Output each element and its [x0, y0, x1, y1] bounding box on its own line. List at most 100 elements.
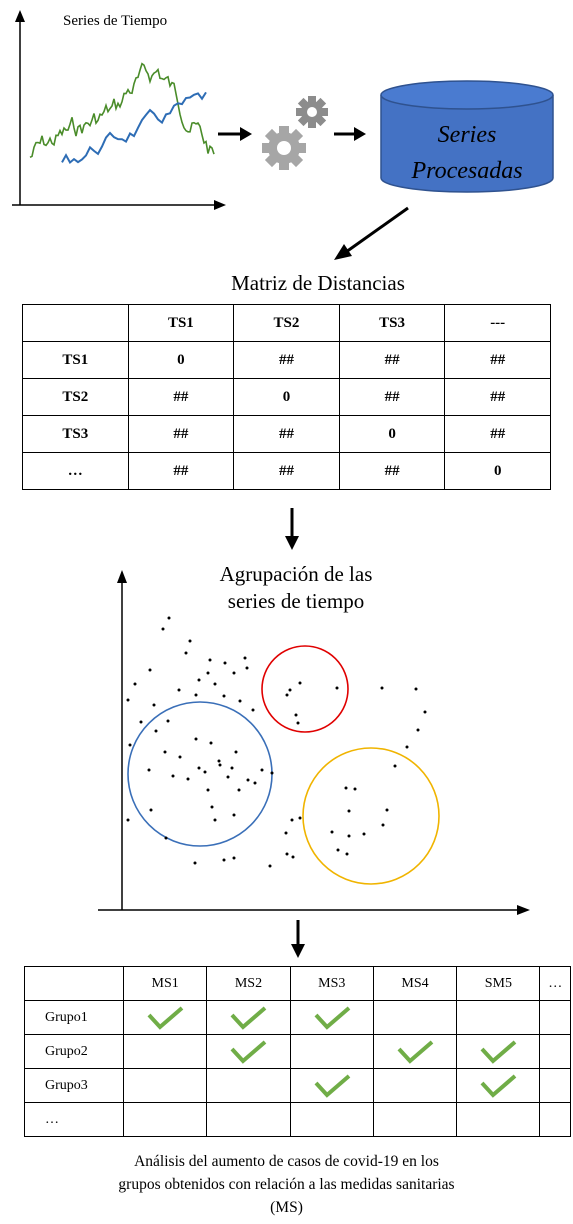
- database-label-line1: Series: [438, 122, 497, 148]
- arrow-down-icon: [291, 920, 305, 958]
- table-row: …######0: [22, 452, 551, 490]
- ts-title: Series de Tiempo: [63, 13, 167, 29]
- column-header: TS3: [338, 304, 446, 342]
- blue-time-series: [61, 91, 207, 165]
- check-icon: [230, 1039, 267, 1064]
- table-cell: [206, 1034, 291, 1069]
- table-cell: ##: [444, 341, 551, 379]
- table-cell: ##: [338, 452, 446, 490]
- table-cell: [122, 1102, 208, 1137]
- column-header: MS2: [206, 966, 291, 1001]
- cluster-title-line1: Agrupación de las: [220, 562, 373, 586]
- table-cell: [372, 1034, 458, 1069]
- table-cell: [539, 1102, 571, 1137]
- caption-line2: grupos obtenidos con relación a las medi…: [118, 1176, 455, 1193]
- cluster-x-arrow-icon: [517, 905, 530, 915]
- table-cell: [289, 1034, 374, 1069]
- gear-icon: [262, 126, 306, 170]
- table-cell: [456, 1000, 541, 1035]
- cluster-y-arrow-icon: [117, 570, 127, 583]
- row-label: Grupo2: [24, 1034, 124, 1069]
- table-cell: [372, 1068, 458, 1103]
- table-cell: ##: [127, 415, 235, 453]
- check-icon: [480, 1073, 517, 1098]
- row-label: …: [24, 1102, 124, 1137]
- table-row: TS3####0##: [22, 415, 551, 453]
- check-icon: [230, 1005, 267, 1030]
- table-cell: [206, 1102, 291, 1137]
- table-row: …: [24, 1102, 571, 1137]
- table-cell: [122, 1000, 208, 1035]
- table-cell: [122, 1068, 208, 1103]
- table-cell: ##: [233, 341, 340, 379]
- row-label: Grupo1: [24, 1000, 124, 1035]
- table-cell: 0: [338, 415, 446, 453]
- table-cell: [206, 1068, 291, 1103]
- gear-icon: [296, 96, 328, 128]
- column-header: [24, 966, 124, 1001]
- column-header: TS2: [233, 304, 340, 342]
- table-cell: ##: [338, 378, 446, 416]
- cluster-diagram: Agrupación de las series de tiempo: [98, 508, 530, 958]
- table-cell: [372, 1000, 458, 1035]
- table-cell: ##: [127, 378, 235, 416]
- table-cell: [539, 1068, 571, 1103]
- table-cell: ##: [233, 415, 340, 453]
- table-row: Grupo2: [24, 1034, 571, 1069]
- column-header: [22, 304, 129, 342]
- database-label-line2: Procesadas: [410, 158, 522, 184]
- column-header: …: [539, 966, 571, 1001]
- ts-y-arrow-icon: [15, 10, 25, 22]
- cluster-title-line2: series de tiempo: [228, 589, 364, 613]
- check-icon: [147, 1005, 184, 1030]
- row-header: TS1: [22, 341, 129, 379]
- check-icon: [480, 1039, 517, 1064]
- table-cell: [122, 1034, 208, 1069]
- row-header: …: [22, 452, 129, 490]
- table-cell: [289, 1068, 374, 1103]
- table-cell: 0: [444, 452, 551, 490]
- column-header: ---: [444, 304, 551, 342]
- cluster-circle-red: [261, 645, 349, 733]
- table-cell: ##: [338, 341, 446, 379]
- caption-line3: (MS): [270, 1199, 303, 1216]
- table-row: Grupo3: [24, 1068, 571, 1103]
- green-time-series: [29, 62, 215, 159]
- table-cell: ##: [444, 415, 551, 453]
- table-cell: [456, 1068, 541, 1103]
- ts-x-arrow-icon: [214, 200, 226, 210]
- table-cell: [289, 1000, 374, 1035]
- check-icon: [314, 1005, 351, 1030]
- row-label: Grupo3: [24, 1068, 124, 1103]
- table-cell: 0: [127, 341, 235, 379]
- arrow-down-left-icon: [334, 206, 409, 260]
- table-cell: [456, 1034, 541, 1069]
- table-cell: ##: [444, 378, 551, 416]
- cluster-circle-yellow: [302, 747, 440, 885]
- row-header: TS2: [22, 378, 129, 416]
- row-header: TS3: [22, 415, 129, 453]
- table-cell: [456, 1102, 541, 1137]
- column-header: TS1: [127, 304, 235, 342]
- table-cell: [372, 1102, 458, 1137]
- table-cell: [539, 1034, 571, 1069]
- column-header: MS4: [372, 966, 458, 1001]
- table-row: Grupo1: [24, 1000, 571, 1035]
- column-header: MS1: [122, 966, 208, 1001]
- top-diagram: Series de Tiempo: [12, 10, 554, 295]
- caption-line1: Análisis del aumento de casos de covid-1…: [134, 1153, 439, 1170]
- table-cell: [206, 1000, 291, 1035]
- arrow-right-icon: [334, 127, 366, 141]
- arrow-right-icon: [218, 127, 252, 141]
- table-row: TS2##0####: [22, 378, 551, 416]
- caption: Análisis del aumento de casos de covid-1…: [0, 1150, 573, 1219]
- scatter-points: [126, 616, 427, 868]
- check-icon: [314, 1073, 351, 1098]
- arrow-down-icon: [285, 508, 299, 550]
- database-icon: [380, 80, 554, 193]
